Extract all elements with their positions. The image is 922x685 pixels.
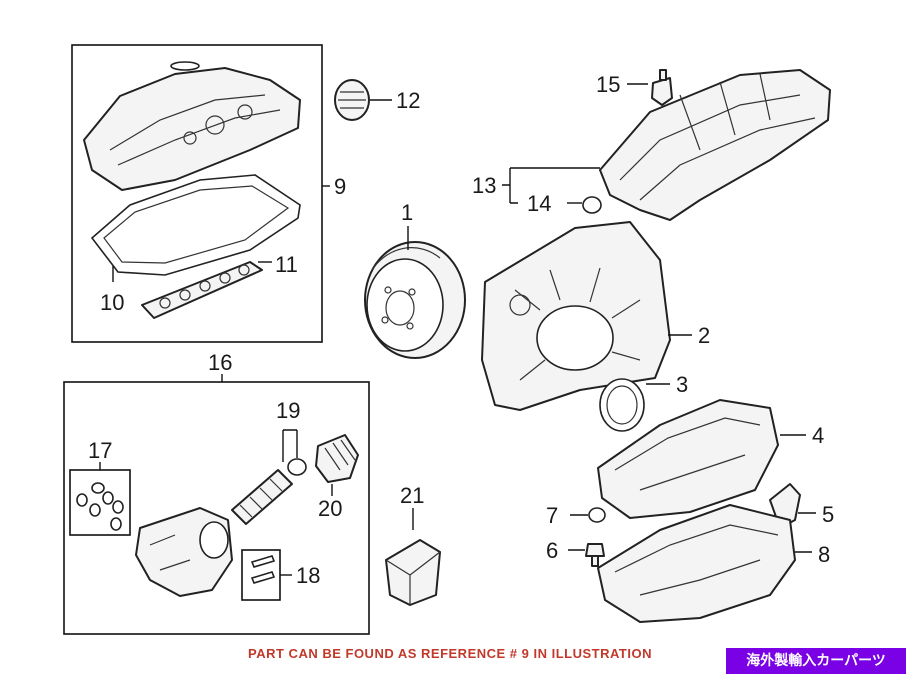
callout-12: 12: [396, 88, 420, 113]
oil-filter-housing-group-box: [63, 381, 370, 635]
crankshaft-seal: [599, 378, 645, 432]
callout-13: 13: [472, 173, 496, 198]
leader-19: [282, 429, 298, 462]
oil-filter-element: [231, 469, 293, 525]
manifold-gasket: [582, 196, 602, 214]
callout-18: 18: [296, 563, 320, 588]
callout-9: 9: [334, 174, 346, 199]
callout-17: 17: [88, 438, 112, 463]
callout-15: 15: [596, 72, 620, 97]
callout-8: 8: [818, 542, 830, 567]
callout-4: 4: [812, 423, 824, 448]
timing-cover: [481, 221, 671, 411]
watermark-badge: 海外製輸入カーパーツ: [726, 648, 906, 674]
intake-manifold: [599, 69, 831, 221]
leader-13: [502, 167, 600, 204]
lower-oil-pan: [597, 504, 796, 623]
upper-oil-pan: [597, 399, 779, 519]
valve-cover: [83, 61, 301, 191]
callout-14: 14: [527, 191, 551, 216]
spark-plug-seal-strip: [141, 261, 263, 319]
reference-note: PART CAN BE FOUND AS REFERENCE # 9 IN IL…: [248, 646, 652, 661]
valve-cover-gasket: [90, 174, 301, 276]
callout-16: 16: [208, 350, 232, 375]
callout-6: 6: [546, 538, 558, 563]
drain-plug-gasket: [588, 507, 606, 523]
callout-3: 3: [676, 372, 688, 397]
oil-filter-cap: [315, 434, 359, 483]
drain-plug: [585, 543, 605, 567]
callout-2: 2: [698, 323, 710, 348]
callout-20: 20: [318, 496, 342, 521]
callout-5: 5: [822, 502, 834, 527]
filter-o-ring: [287, 458, 307, 476]
callout-21: 21: [400, 483, 424, 508]
crankshaft-pulley: [364, 241, 466, 359]
callout-7: 7: [546, 503, 558, 528]
manifold-pressure-sensor: [651, 69, 673, 106]
callout-1: 1: [401, 200, 413, 225]
callout-19: 19: [276, 398, 300, 423]
oil-filter-cartridge: [385, 539, 441, 606]
oil-filler-cap: [334, 79, 370, 121]
callout-10: 10: [100, 290, 124, 315]
callout-11: 11: [275, 252, 298, 277]
valve-cover-group-box: [71, 44, 323, 343]
seal-kit: [76, 482, 124, 531]
oil-filter-housing: [135, 507, 233, 597]
bolt-kit: [250, 555, 276, 584]
